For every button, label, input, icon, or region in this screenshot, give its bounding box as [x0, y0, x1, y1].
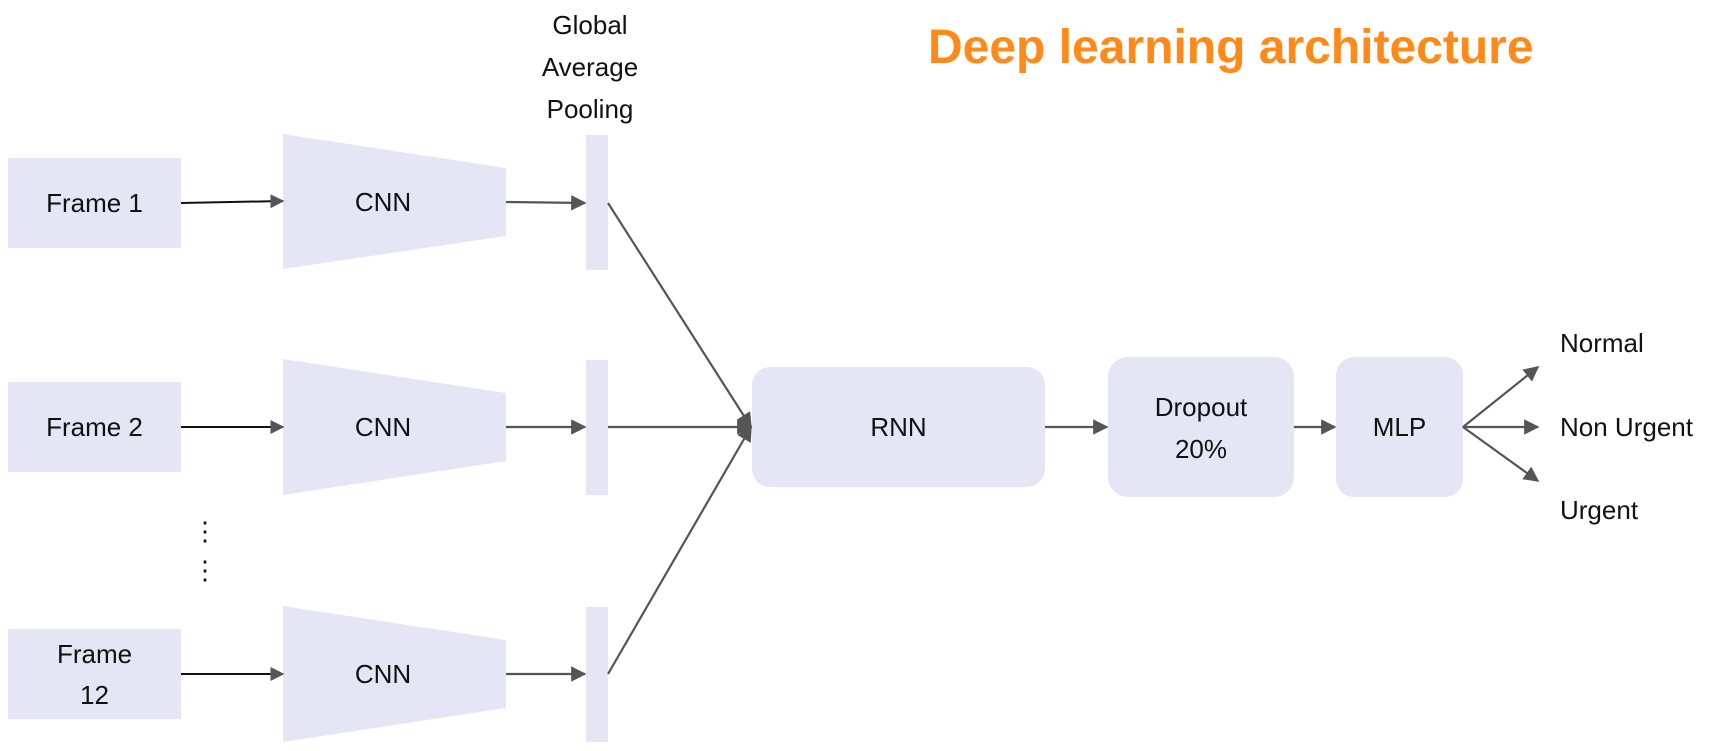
- frame-1-box: [8, 158, 181, 248]
- output-urgent: Urgent: [1560, 495, 1639, 525]
- gap-bar-1: [586, 135, 608, 270]
- output-normal: Normal: [1560, 328, 1644, 358]
- dropout-label: Dropout 20%: [1108, 386, 1294, 470]
- arrow-cnn1-gap: [505, 195, 587, 211]
- frame-2-box: [8, 382, 181, 472]
- cnn-1-label: CNN: [354, 187, 412, 217]
- cnn-1-block: [283, 134, 506, 269]
- cnn-12-block: [283, 606, 506, 742]
- frame-2-label: Frame 2: [8, 411, 181, 443]
- gap-label-line-2: Average: [541, 52, 639, 82]
- frame-1-label-text: Frame 1: [46, 188, 143, 218]
- cnn-2-label: CNN: [354, 412, 412, 442]
- dropout-box: [1108, 357, 1294, 497]
- page-title: Deep learning architecture: [928, 21, 1534, 74]
- gap-label-line-1: Global: [552, 10, 628, 40]
- gap-bar-12: [586, 607, 608, 742]
- gap-label-line-3: Pooling: [546, 94, 634, 124]
- arrow-mlp-normal: [1462, 366, 1540, 428]
- frame-12-label-line-2: 12: [80, 680, 109, 710]
- gap-label: Global Average Pooling: [520, 4, 660, 130]
- mlp-label: MLP: [1372, 412, 1427, 442]
- cnn-12-label: CNN: [354, 659, 412, 689]
- frame-12-label: Frame 12: [8, 634, 181, 716]
- frame-2-label-text: Frame 2: [46, 412, 143, 442]
- ellipsis-icon: ⋮: [192, 516, 218, 546]
- ellipsis-icon-2: ⋮: [192, 555, 218, 585]
- rnn-label: RNN: [870, 412, 927, 442]
- dropout-label-line-2: 20%: [1174, 434, 1228, 464]
- arrow-frame1-cnn: [180, 194, 285, 209]
- arrow-gap1-rnn: [607, 202, 752, 429]
- dropout-label-line-1: Dropout: [1154, 392, 1248, 422]
- output-non-urgent: Non Urgent: [1560, 412, 1693, 442]
- frame-12-label-line-1: Frame: [56, 639, 133, 669]
- arrow-gap12-rnn: [607, 425, 752, 675]
- mlp-box: [1336, 357, 1463, 497]
- frame-12-box: [8, 629, 181, 719]
- frame-1-label: Frame 1: [8, 187, 181, 219]
- cnn-2-block: [283, 359, 506, 495]
- rnn-box: [752, 367, 1045, 487]
- arrow-mlp-urgent: [1462, 426, 1540, 482]
- gap-bar-2: [586, 360, 608, 495]
